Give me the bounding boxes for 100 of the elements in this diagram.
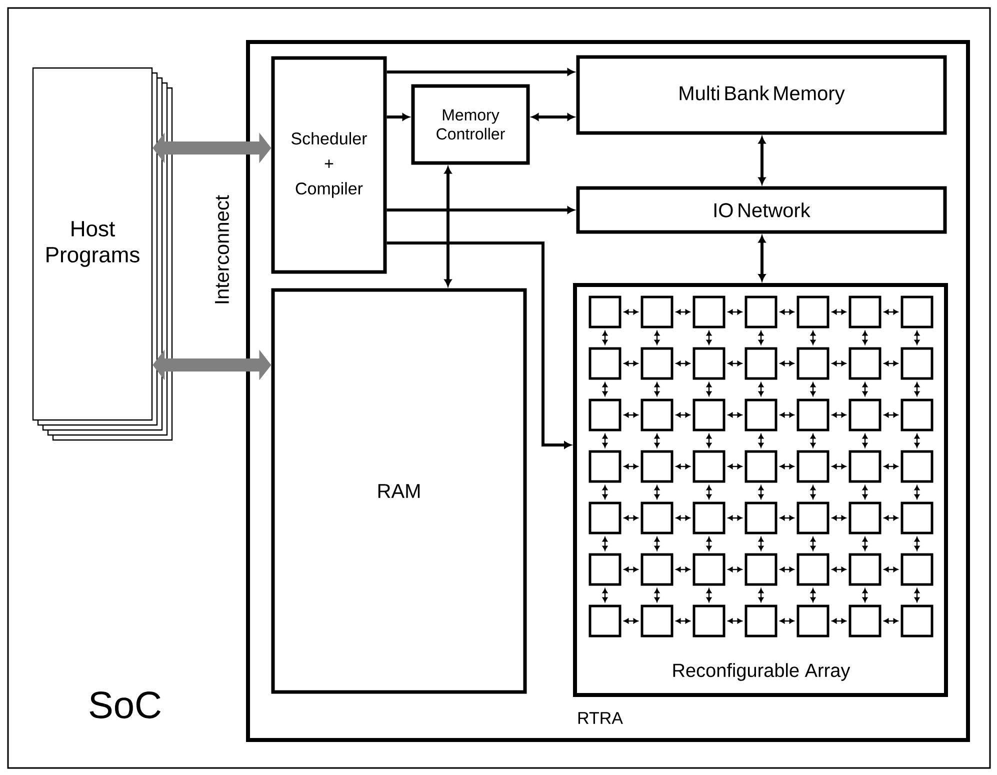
cell-box [692, 604, 726, 638]
link-arrow [780, 515, 794, 521]
cell-box [796, 450, 830, 483]
link-arrow [624, 309, 638, 315]
cell-box [900, 296, 934, 328]
link-arrow [810, 485, 816, 500]
cell-box [796, 296, 830, 328]
link-arrow [676, 566, 690, 572]
link-arrow [758, 330, 764, 345]
cell-box [744, 296, 778, 328]
link-arrow [862, 588, 868, 602]
link-arrow [810, 382, 816, 396]
link-arrow [676, 309, 690, 315]
link-arrow [676, 412, 690, 418]
link-arrow [728, 309, 742, 315]
link-arrow [654, 434, 660, 448]
connector-arrow [532, 113, 574, 121]
link-arrow [914, 485, 920, 500]
cell-box [588, 398, 622, 432]
link-arrow [780, 360, 794, 366]
link-arrow [624, 360, 638, 366]
cell-box [588, 347, 622, 380]
process-box: Memory Controller [411, 84, 530, 165]
link-arrow [602, 536, 608, 551]
cell-box [640, 604, 674, 638]
link-arrow [832, 515, 846, 521]
cell-box [588, 502, 622, 534]
connector-arrow [386, 242, 572, 449]
link-arrow [832, 566, 846, 572]
cell-box [692, 553, 726, 586]
link-arrow [914, 536, 920, 551]
link-arrow [862, 382, 868, 396]
link-arrow [832, 618, 846, 624]
link-arrow [884, 515, 898, 521]
cell-box [900, 398, 934, 432]
link-arrow [914, 330, 920, 345]
link-arrow [914, 434, 920, 448]
link-arrow [728, 566, 742, 572]
cell-box [848, 502, 882, 534]
process-box: Scheduler + Compiler [271, 56, 387, 274]
link-arrow [810, 536, 816, 551]
cell-box [588, 450, 622, 483]
cell-box [900, 347, 934, 380]
cell-box [744, 502, 778, 534]
memory-box: Multi Bank Memory [576, 55, 947, 135]
link-arrow [884, 464, 898, 470]
link-arrow [728, 515, 742, 521]
link-arrow [862, 330, 868, 345]
link-arrow [780, 412, 794, 418]
link-arrow [810, 588, 816, 602]
cell-box [900, 450, 934, 483]
interconnect-label: Interconnect [215, 195, 229, 304]
cell-box [796, 502, 830, 534]
link-arrow [884, 360, 898, 366]
link-arrow [758, 382, 764, 396]
cell-box [796, 553, 830, 586]
network-box: IO Network [576, 186, 947, 234]
link-arrow [654, 536, 660, 551]
cell-box [744, 553, 778, 586]
link-arrow [884, 566, 898, 572]
cell-box [692, 347, 726, 380]
cell-box [796, 398, 830, 432]
connector-arrow [386, 206, 574, 214]
cell-box [848, 398, 882, 432]
cell-box [640, 450, 674, 483]
link-arrow [706, 382, 712, 396]
link-arrow [624, 566, 638, 572]
link-arrow [706, 588, 712, 602]
cell-box [900, 604, 934, 638]
connector-arrow [758, 136, 766, 184]
link-arrow [728, 412, 742, 418]
link-arrow [810, 434, 816, 448]
link-arrow [624, 515, 638, 521]
link-arrow [862, 536, 868, 551]
link-arrow [624, 464, 638, 470]
connector-arrow [444, 166, 452, 286]
link-arrow [780, 618, 794, 624]
link-arrow [758, 485, 764, 500]
link-arrow [676, 360, 690, 366]
cell-box [744, 347, 778, 380]
link-arrow [654, 485, 660, 500]
stacked-pages: Host Programs [32, 67, 173, 441]
link-arrow [832, 464, 846, 470]
link-arrow [602, 588, 608, 602]
link-arrow [624, 412, 638, 418]
cell-box [848, 553, 882, 586]
link-arrow [706, 536, 712, 551]
link-arrow [676, 618, 690, 624]
link-arrow [914, 588, 920, 602]
cell-box [692, 450, 726, 483]
cell-box [692, 502, 726, 534]
link-arrow [758, 434, 764, 448]
cell-box [900, 553, 934, 586]
cell-box [848, 296, 882, 328]
link-arrow [810, 330, 816, 345]
cell-box [692, 398, 726, 432]
cell-box [640, 296, 674, 328]
link-arrow [884, 412, 898, 418]
link-arrow [654, 382, 660, 396]
link-arrow [862, 485, 868, 500]
